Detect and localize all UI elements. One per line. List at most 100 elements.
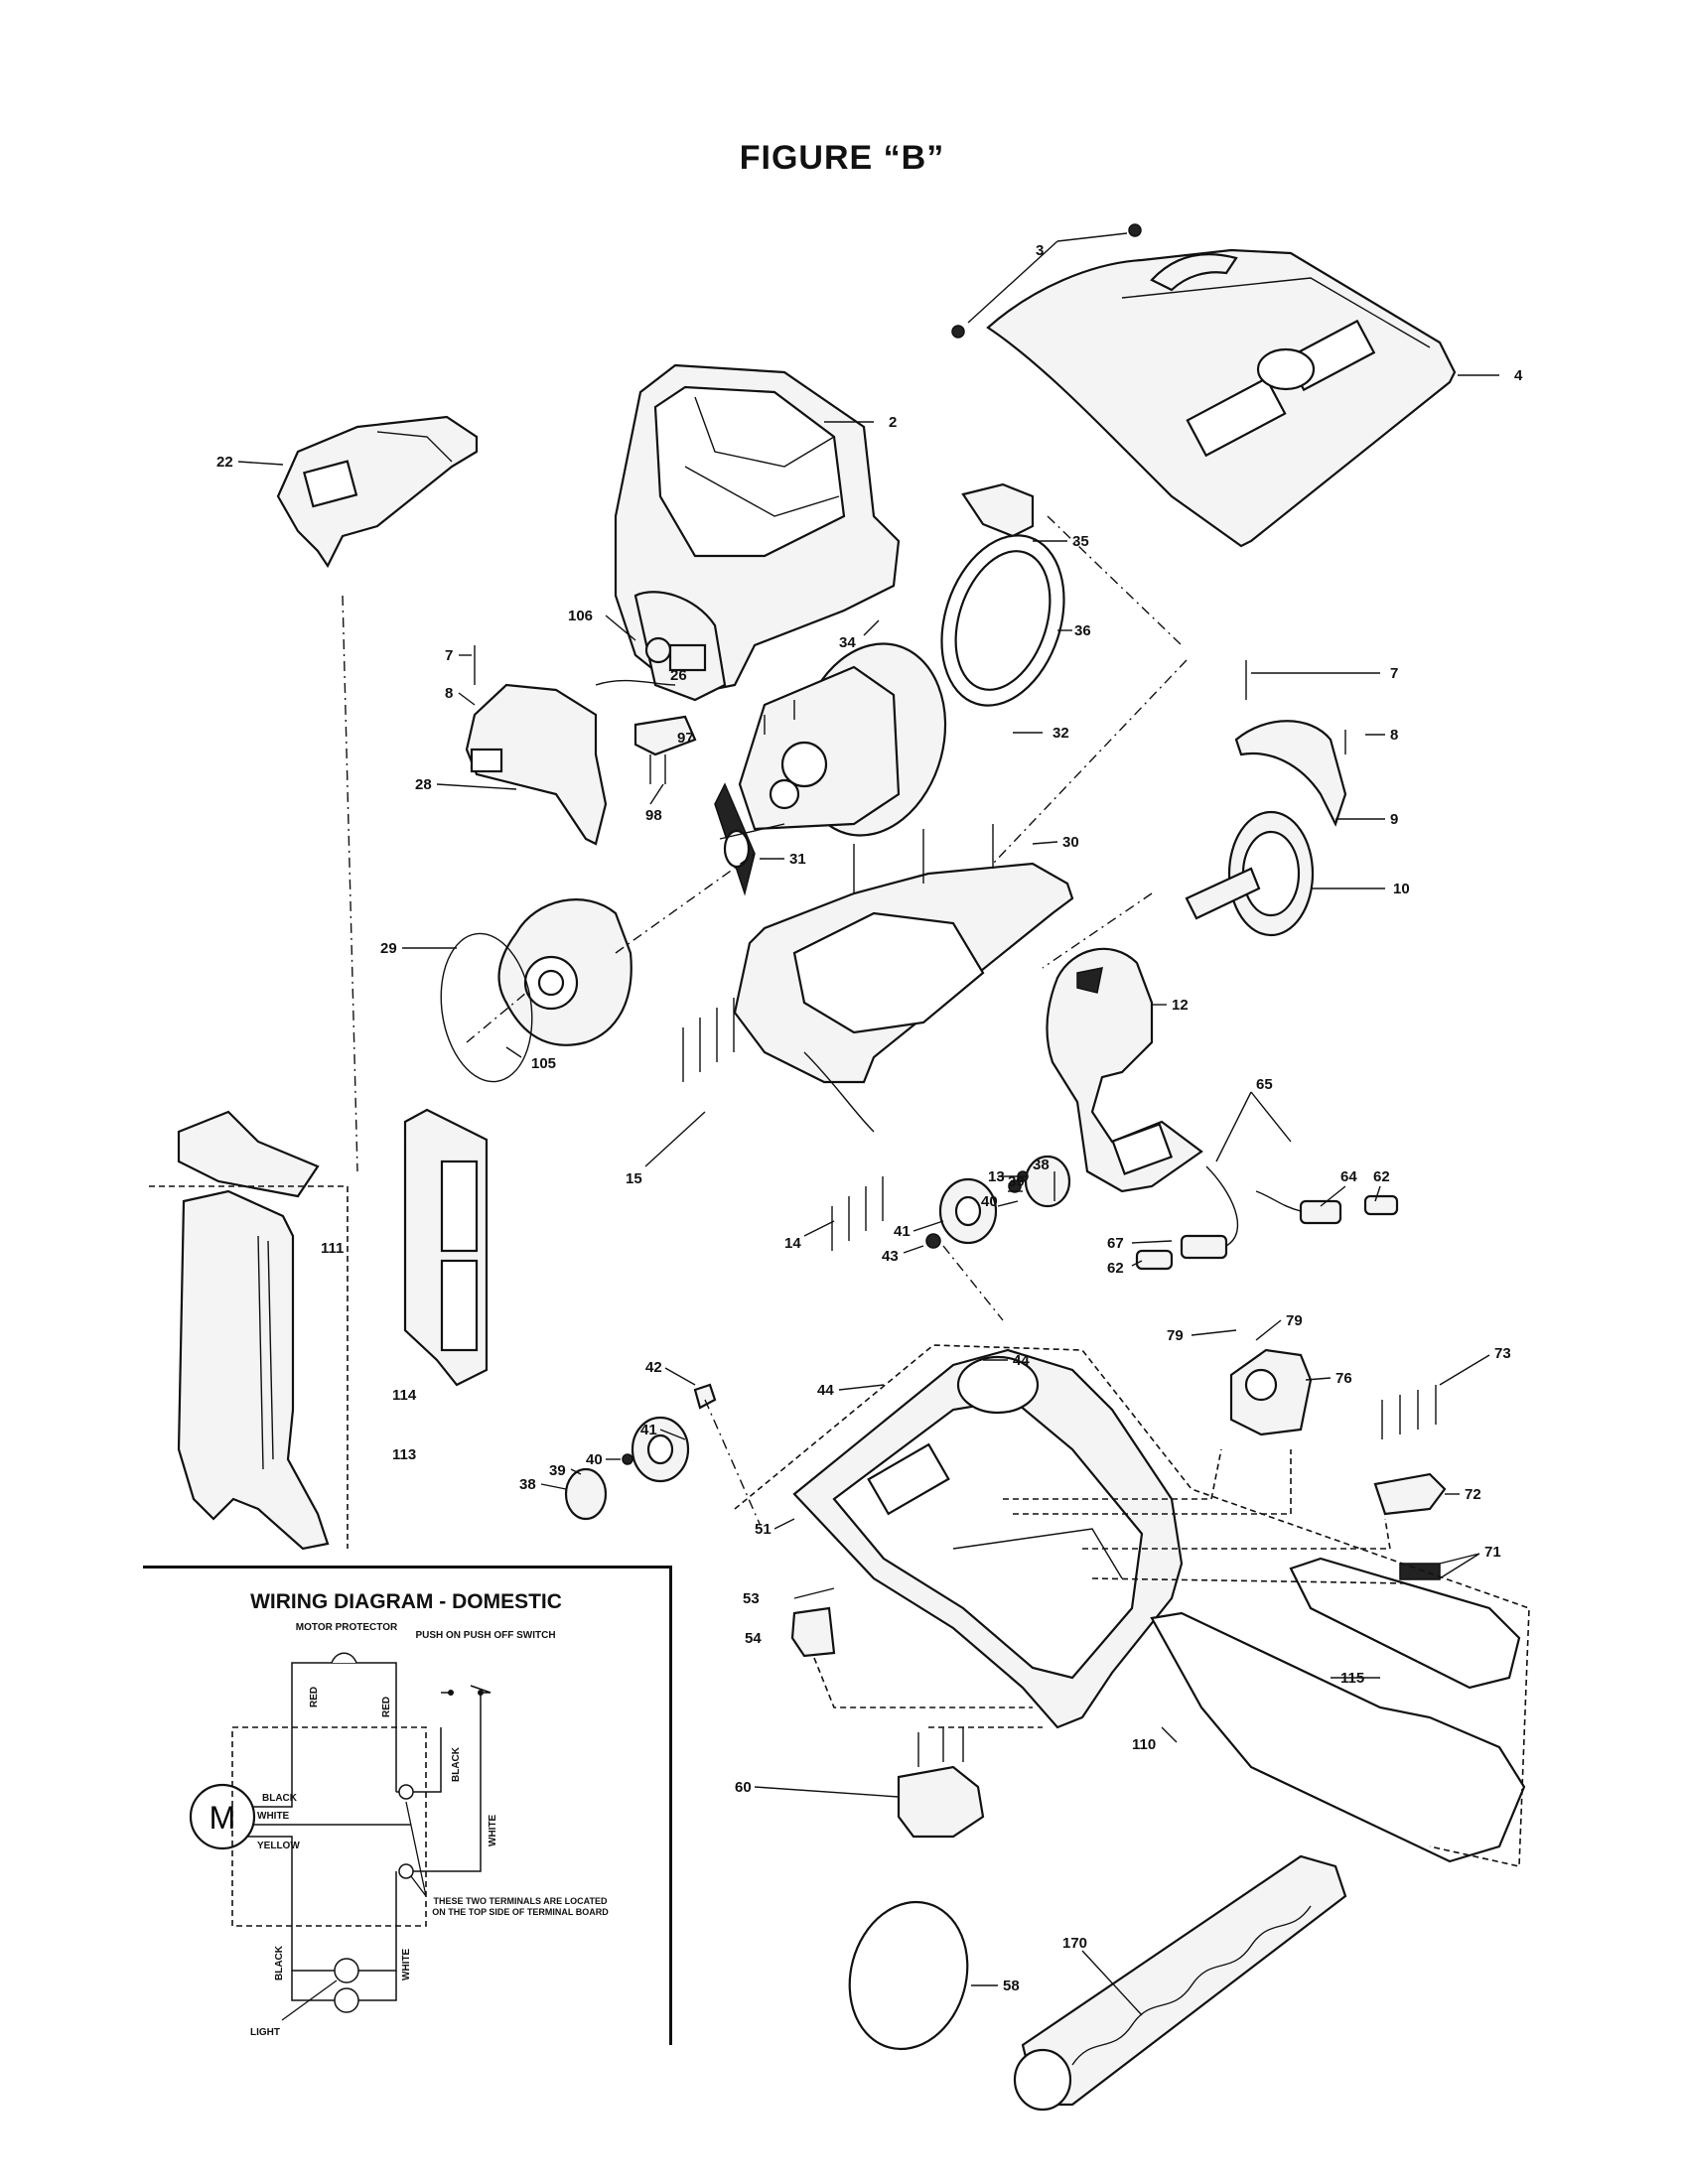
motor-symbol bbox=[189, 1783, 256, 1850]
callout-54: 54 bbox=[745, 1630, 762, 1647]
callout-29: 29 bbox=[380, 940, 397, 957]
callout-14: 14 bbox=[784, 1235, 801, 1252]
wiring-diagram-panel: WIRING DIAGRAM - DOMESTIC M MOTOR PROTEC… bbox=[143, 1566, 672, 2045]
part-38-cap bbox=[1024, 1155, 1071, 1208]
callout-12: 12 bbox=[1172, 997, 1189, 1014]
callout-42: 42 bbox=[645, 1359, 662, 1376]
callout-8-right: 8 bbox=[1390, 727, 1398, 744]
assembly-wire bbox=[1013, 1449, 1292, 1515]
wire-yellow-motor: YELLOW bbox=[257, 1841, 300, 1851]
callout-76: 76 bbox=[1335, 1370, 1352, 1387]
callout-53: 53 bbox=[743, 1590, 760, 1607]
callout-38-top: 38 bbox=[1033, 1157, 1050, 1173]
callout-97: 97 bbox=[677, 730, 694, 747]
assembly-wire bbox=[1003, 1448, 1222, 1500]
wire-white-right: WHITE bbox=[488, 1814, 498, 1846]
part-40b bbox=[622, 1453, 633, 1465]
terminal-bottom bbox=[398, 1863, 414, 1879]
wire-white-bottom: WHITE bbox=[401, 1948, 412, 1980]
part-170-brushroll bbox=[1013, 1854, 1347, 2112]
callout-32: 32 bbox=[1052, 725, 1069, 742]
callout-35: 35 bbox=[1072, 533, 1089, 550]
light-label: LIGHT bbox=[250, 2027, 280, 2038]
callout-113: 113 bbox=[392, 1446, 416, 1463]
callout-72: 72 bbox=[1465, 1486, 1481, 1503]
part-28-cover bbox=[465, 683, 608, 846]
callout-36: 36 bbox=[1074, 622, 1091, 639]
screws-73 bbox=[1381, 1385, 1437, 1439]
callout-3: 3 bbox=[1036, 242, 1044, 259]
part-111 bbox=[177, 1110, 320, 1198]
wire-black-top: BLACK bbox=[451, 1746, 462, 1782]
part-31-fan bbox=[714, 782, 785, 896]
part-113-bag bbox=[177, 1189, 330, 1551]
terminal-note: THESE TWO TERMINALS ARE LOCATED ON THE T… bbox=[432, 1896, 609, 1917]
assembly-line bbox=[704, 1399, 761, 1525]
light-bulb-2 bbox=[334, 1987, 359, 2013]
callout-38-left: 38 bbox=[519, 1476, 536, 1493]
part-top-cover bbox=[951, 223, 1457, 548]
wire-red-right: RED bbox=[381, 1697, 392, 1717]
callout-44-left: 44 bbox=[817, 1382, 834, 1399]
wiring-schematic: M MOTOR PROTECTOR BLACK WHITE YELLOW RED… bbox=[189, 1622, 609, 2038]
callout-2: 2 bbox=[889, 414, 897, 431]
wire-red-left: RED bbox=[309, 1687, 320, 1707]
part-115-frame bbox=[1150, 1557, 1526, 1863]
callout-7-right: 7 bbox=[1390, 665, 1398, 682]
part-114-filter bbox=[403, 1108, 489, 1387]
assembly-line bbox=[342, 595, 358, 1172]
part-67-socket bbox=[1180, 1165, 1239, 1260]
screws-14 bbox=[831, 1176, 884, 1251]
part-64-socket bbox=[1255, 1190, 1342, 1225]
part-35 bbox=[961, 482, 1035, 538]
switch-label: PUSH ON PUSH OFF SWITCH bbox=[415, 1630, 555, 1641]
part-62-bulb-a bbox=[1135, 1249, 1174, 1271]
part-51-nozzle-base bbox=[792, 1348, 1184, 1729]
callout-79-left: 79 bbox=[1167, 1327, 1184, 1344]
callout-51: 51 bbox=[755, 1521, 772, 1538]
callout-110: 110 bbox=[1132, 1736, 1156, 1753]
callout-62-right: 62 bbox=[1373, 1168, 1390, 1185]
wire-black-bottom: BLACK bbox=[274, 1945, 285, 1980]
wire-black-motor: BLACK bbox=[262, 1793, 298, 1804]
motor-protector-label: MOTOR PROTECTOR bbox=[296, 1622, 398, 1633]
part-30-base bbox=[733, 824, 1074, 1133]
callout-40-top: 40 bbox=[981, 1193, 998, 1210]
assembly-wire bbox=[1091, 1577, 1411, 1584]
callout-15: 15 bbox=[626, 1170, 642, 1187]
assembly-line bbox=[1047, 515, 1183, 646]
part-43 bbox=[925, 1233, 941, 1249]
callout-106: 106 bbox=[568, 608, 593, 624]
screws-15 bbox=[682, 998, 735, 1082]
part-10-axle bbox=[1185, 810, 1315, 937]
part-41-wheel bbox=[938, 1170, 1029, 1245]
part-38b-cap bbox=[564, 1467, 608, 1521]
callout-60: 60 bbox=[735, 1779, 752, 1796]
assembly-wire bbox=[813, 1657, 1033, 1708]
wire-white-motor: WHITE bbox=[257, 1811, 290, 1822]
callout-7-left: 7 bbox=[445, 647, 453, 664]
callout-65: 65 bbox=[1256, 1076, 1273, 1093]
callout-43: 43 bbox=[882, 1248, 899, 1265]
assembly-line bbox=[942, 1245, 1004, 1321]
assembly-box-113 bbox=[149, 1185, 349, 1549]
motor-label: M bbox=[210, 1800, 236, 1836]
callout-79-right: 79 bbox=[1286, 1312, 1303, 1329]
terminal-top bbox=[398, 1784, 414, 1800]
part-58-belt bbox=[848, 1900, 969, 2051]
callout-22: 22 bbox=[216, 454, 233, 471]
callout-10: 10 bbox=[1393, 881, 1410, 897]
callout-73: 73 bbox=[1494, 1345, 1511, 1362]
callout-41-left: 41 bbox=[640, 1422, 657, 1438]
callout-34: 34 bbox=[839, 634, 856, 651]
callout-8-left: 8 bbox=[445, 685, 453, 702]
part-22 bbox=[276, 415, 479, 569]
callout-98: 98 bbox=[645, 807, 662, 824]
callout-39-top: 39 bbox=[1008, 1173, 1025, 1190]
callout-170: 170 bbox=[1062, 1935, 1087, 1952]
light-bulb-1 bbox=[334, 1958, 359, 1983]
part-60 bbox=[897, 1727, 985, 1839]
callout-64: 64 bbox=[1340, 1168, 1357, 1185]
callout-4: 4 bbox=[1514, 367, 1523, 384]
callout-39-left: 39 bbox=[549, 1462, 566, 1479]
